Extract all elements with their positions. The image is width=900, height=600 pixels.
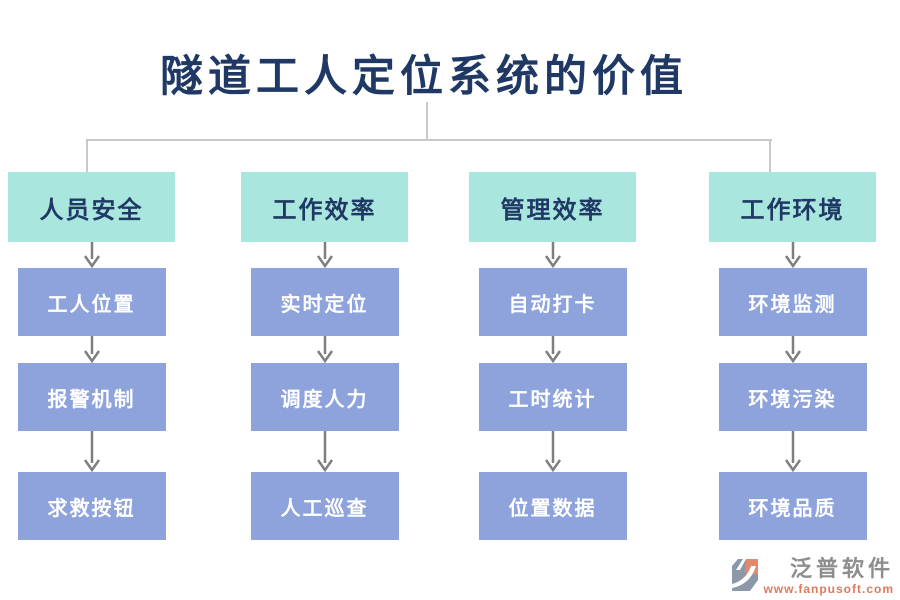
down-arrow-icon [784, 336, 801, 363]
item-box-manual-inspection: 人工巡查 [250, 472, 399, 540]
column-personnel-safety: 人员安全 工人位置 报警机制 求救按钮 [8, 172, 175, 540]
down-arrow-icon [316, 242, 333, 268]
item-box-position-data: 位置数据 [478, 472, 627, 540]
connector-drop-left [86, 139, 88, 172]
down-arrow-icon [316, 431, 333, 472]
brand-url: www.fanpusoft.com [763, 582, 894, 596]
connector-title-stem [426, 102, 428, 140]
category-box-management-efficiency: 管理效率 [469, 172, 636, 242]
category-box-work-efficiency: 工作效率 [241, 172, 408, 242]
item-box-auto-checkin: 自动打卡 [478, 268, 627, 336]
down-arrow-icon [784, 431, 801, 472]
item-box-sos-button: 求救按钮 [17, 472, 166, 540]
down-arrow-icon [83, 431, 100, 472]
footer-brand: 泛普软件 www.fanpusoft.com [730, 556, 894, 596]
down-arrow-icon [83, 242, 100, 268]
down-arrow-icon [83, 336, 100, 363]
down-arrow-icon [316, 336, 333, 363]
brand-name: 泛普软件 [789, 556, 894, 581]
down-arrow-icon [544, 242, 561, 268]
connector-drop-right [769, 139, 771, 172]
category-box-work-environment: 工作环境 [709, 172, 876, 242]
item-box-environment-pollution: 环境污染 [718, 363, 867, 431]
item-box-environment-monitoring: 环境监测 [718, 268, 867, 336]
category-box-personnel-safety: 人员安全 [8, 172, 175, 242]
item-box-environment-quality: 环境品质 [718, 472, 867, 540]
item-box-alarm-mechanism: 报警机制 [17, 363, 166, 431]
column-work-efficiency: 工作效率 实时定位 调度人力 人工巡查 [241, 172, 408, 540]
item-box-worker-position: 工人位置 [17, 268, 166, 336]
column-management-efficiency: 管理效率 自动打卡 工时统计 位置数据 [469, 172, 636, 540]
down-arrow-icon [784, 242, 801, 268]
connector-horizontal [87, 139, 772, 141]
down-arrow-icon [544, 431, 561, 472]
page-title: 隧道工人定位系统的价值 [160, 54, 688, 101]
column-work-environment: 工作环境 环境监测 环境污染 环境品质 [709, 172, 876, 540]
item-box-realtime-positioning: 实时定位 [250, 268, 399, 336]
item-box-work-hours-statistics: 工时统计 [478, 363, 627, 431]
item-box-dispatch-manpower: 调度人力 [250, 363, 399, 431]
down-arrow-icon [544, 336, 561, 363]
fanpu-logo-icon [732, 559, 759, 591]
